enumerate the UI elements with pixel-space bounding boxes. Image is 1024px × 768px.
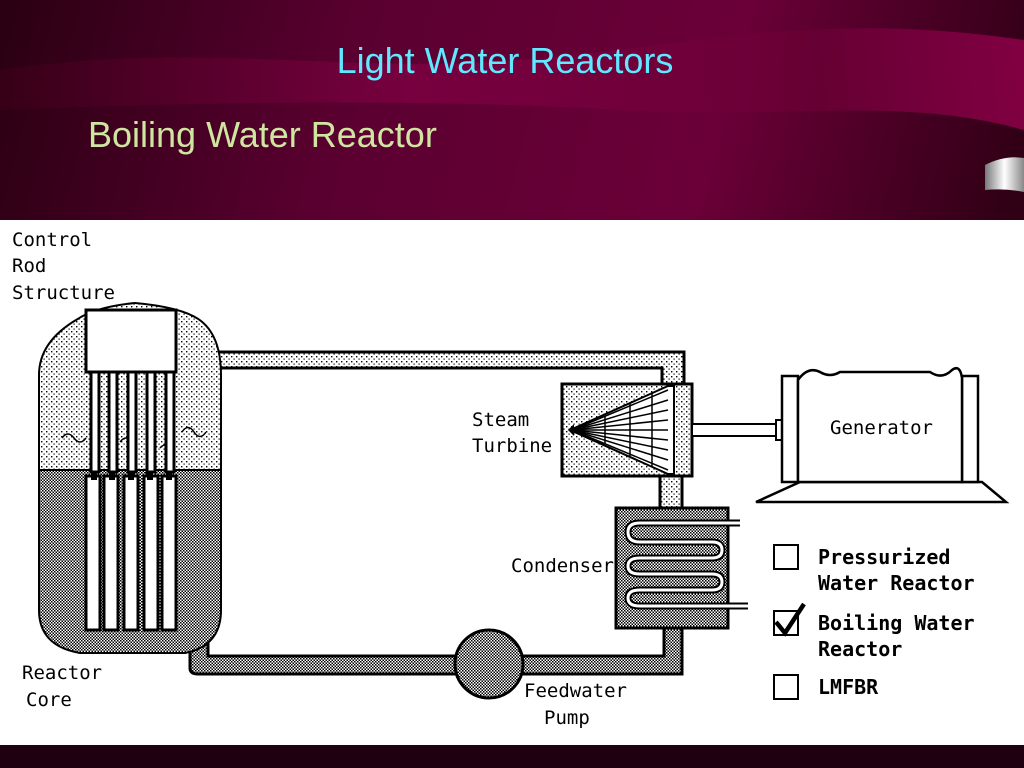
slide-subtitle: Boiling Water Reactor: [88, 114, 437, 155]
reactor-vessel: [38, 301, 222, 654]
slide-title: Light Water Reactors: [336, 40, 674, 81]
option-label: Boiling Water Reactor: [818, 611, 987, 661]
label-reactor-core: Reactor Core: [22, 662, 114, 711]
label-condenser: Condenser: [511, 555, 614, 577]
label-generator: Generator: [830, 417, 933, 439]
checkbox-pressurized[interactable]: [773, 544, 799, 570]
reactor-type-options: Pressurized Water Reactor Boiling Water …: [773, 544, 987, 700]
bwr-diagram: Control Rod Structure Reactor Core Steam…: [0, 220, 1024, 745]
label-steam-turbine: Steam Turbine: [472, 409, 552, 457]
control-rod-structure: [84, 308, 178, 374]
generator: [755, 367, 1010, 504]
checkmark-icon: [774, 602, 806, 637]
condenser: [614, 506, 748, 630]
turbine-shaft: [691, 423, 781, 437]
option-label: LMFBR: [818, 675, 879, 699]
feedwater-pump: [453, 628, 525, 700]
label-feedwater-pump: Feedwater Pump: [524, 680, 638, 729]
label-control-rod-structure: Control Rod Structure: [12, 229, 115, 304]
option-lmfbr[interactable]: LMFBR: [773, 674, 879, 700]
steam-turbine: [560, 382, 694, 478]
option-boiling-water-reactor[interactable]: Boiling Water Reactor: [773, 602, 987, 661]
checkbox-lmfbr[interactable]: [773, 674, 799, 700]
option-label: Pressurized Water Reactor: [818, 545, 975, 595]
option-pressurized-water-reactor[interactable]: Pressurized Water Reactor: [773, 544, 975, 595]
feedwater-pipe: [188, 618, 684, 676]
